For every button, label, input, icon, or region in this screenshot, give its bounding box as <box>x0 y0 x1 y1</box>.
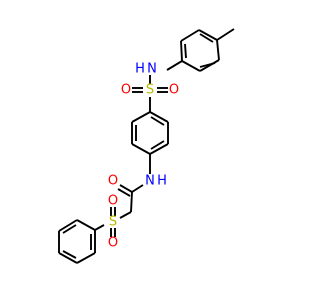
bond-c-ch2 <box>130 191 133 213</box>
bond-toluene-6-inner <box>199 33 214 43</box>
bond-phenyl-2 <box>58 219 78 232</box>
bond-central-6 <box>131 111 151 123</box>
bond-toluene-2-inner <box>199 62 216 68</box>
atom-h-amide: H <box>157 174 167 189</box>
bond-ch2-s <box>119 211 132 219</box>
bond-methyl <box>216 28 235 41</box>
bond-central-3-inner <box>150 140 165 150</box>
bond-phenyl-5 <box>76 252 96 264</box>
atom-n-sulfonamide: N <box>147 62 157 77</box>
bond-c-o-a <box>119 184 133 193</box>
bond-toluene-2 <box>199 59 220 72</box>
atom-o-sulfone-top: O <box>108 194 118 209</box>
bond-toluene-3 <box>181 60 201 72</box>
bond-toluene-4-inner <box>184 43 187 59</box>
bond-toluene-4 <box>180 40 183 62</box>
atom-o-sulfonamide-right: O <box>169 83 179 98</box>
bond-layer <box>58 28 235 264</box>
bond-phenyl-4-inner <box>62 250 77 259</box>
bond-central-1-inner <box>150 116 165 126</box>
bond-toluene-5 <box>180 29 200 42</box>
bond-phenyl-4 <box>58 252 78 264</box>
bond-central-4 <box>131 143 151 155</box>
atom-n-amide: N <box>145 174 155 189</box>
atom-s-sulfonamide: S <box>146 83 154 98</box>
bond-phenyl-1 <box>76 219 96 231</box>
atom-h-sulfonamide: H <box>135 62 145 77</box>
atom-o-sulfonamide-left: O <box>121 83 131 98</box>
bond-phenyl-2-inner <box>62 224 77 234</box>
bond-n-carbonyl <box>131 184 144 193</box>
atom-s-sulfone: S <box>109 215 117 230</box>
bond-central-1 <box>149 111 169 123</box>
molecule-structure-diagram: H N S O O N H O S O O <box>58 28 235 264</box>
atom-o-carbonyl: O <box>108 174 118 189</box>
bond-ring-nh <box>166 60 183 71</box>
bond-toluene-6 <box>198 29 218 41</box>
atom-o-sulfone-bottom: O <box>108 236 118 251</box>
bond-central-3 <box>149 143 169 155</box>
bond-s-phenyl <box>94 224 105 231</box>
bond-c-o-b <box>117 188 131 197</box>
bond-toluene-1 <box>216 39 220 61</box>
atom-label-layer: H N S O O N H O S O O <box>108 62 179 251</box>
